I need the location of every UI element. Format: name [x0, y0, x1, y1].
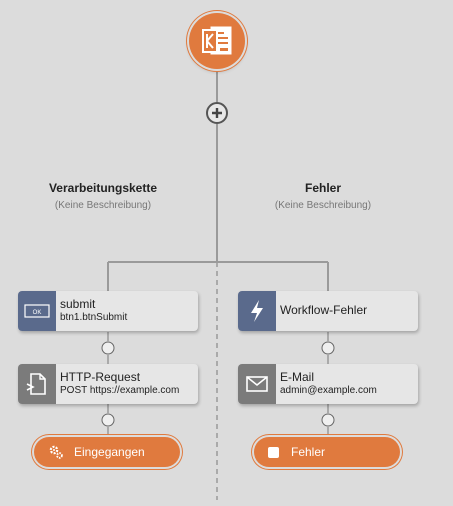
status-button-fehler[interactable]: Fehler	[254, 437, 400, 467]
branch-description: (Keine Beschreibung)	[54, 200, 152, 211]
status-label: Eingegangen	[74, 445, 145, 459]
http-request-icon	[18, 364, 56, 404]
action-node-http-request[interactable]: HTTP-Request POST https://example.com	[18, 364, 198, 404]
mail-icon	[238, 364, 276, 404]
form-icon	[202, 26, 232, 55]
node-title: HTTP-Request	[60, 370, 141, 385]
node-title: E-Mail	[280, 370, 315, 385]
ok-button-icon: OK	[18, 291, 56, 331]
action-node-email[interactable]: E-Mail admin@example.com	[238, 364, 418, 404]
node-subtitle: POST https://example.com	[60, 385, 180, 397]
lightning-icon	[238, 291, 276, 331]
node-subtitle: admin@example.com	[280, 385, 377, 397]
svg-text:OK: OK	[33, 310, 42, 316]
gears-icon	[49, 445, 63, 459]
trigger-node-submit[interactable]: OK submit btn1.btnSubmit	[18, 291, 198, 331]
trigger-node-workflow-error[interactable]: Workflow-Fehler	[238, 291, 418, 331]
square-icon	[268, 446, 279, 458]
status-button-eingegangen[interactable]: Eingegangen	[34, 437, 180, 467]
status-label: Fehler	[291, 445, 326, 459]
root-form-node[interactable]	[189, 13, 245, 69]
node-title: Workflow-Fehler	[280, 303, 368, 318]
node-subtitle: btn1.btnSubmit	[60, 312, 128, 324]
branch-title: Fehler	[304, 181, 341, 195]
connector-dot	[101, 413, 115, 427]
branch-description: (Keine Beschreibung)	[274, 200, 372, 211]
node-title: submit	[60, 297, 96, 312]
connector-dot	[321, 413, 335, 427]
branch-title: Verarbeitungskette	[48, 181, 158, 195]
plus-icon	[212, 108, 222, 118]
connector-dot	[321, 341, 335, 355]
connector-dot	[101, 341, 115, 355]
add-step-button[interactable]	[206, 102, 228, 124]
